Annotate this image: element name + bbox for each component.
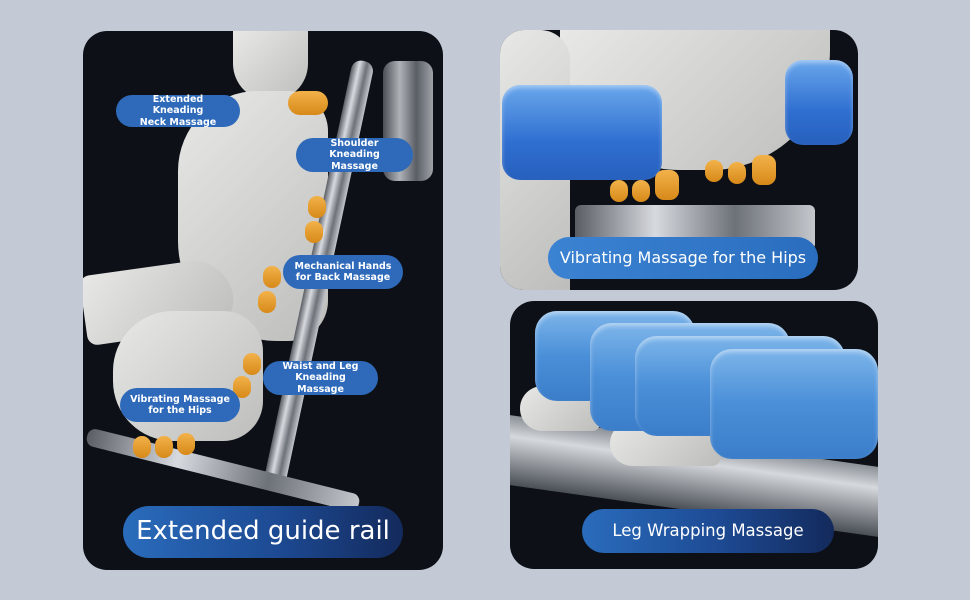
hip-roller [655,170,679,200]
left-hip-cushion [502,85,662,180]
caption-extended-guide-rail: Extended guide rail [123,506,403,558]
back-roller [263,266,281,288]
back-roller [258,291,276,313]
figure-head [233,31,308,101]
back-roller [305,221,323,243]
hip-roller [177,433,195,455]
leg-cushion-4 [710,349,878,459]
right-hip-cushion [785,60,853,145]
waist-roller [233,376,251,398]
hip-roller [632,180,650,202]
hip-roller [705,160,723,182]
hip-roller [133,436,151,458]
hip-vibration-panel: Vibrating Massage for the Hips [500,30,858,290]
back-roller [308,196,326,218]
waist-roller [243,353,261,375]
caption-hip-vibration: Vibrating Massage for the Hips [548,237,818,279]
hip-roller [155,436,173,458]
hip-roller [728,162,746,184]
caption-leg-wrapping: Leg Wrapping Massage [582,509,834,553]
hip-roller [752,155,776,185]
neck-roller [288,91,328,115]
hip-roller [610,180,628,202]
leg-wrapping-panel: Leg Wrapping Massage [510,301,878,569]
